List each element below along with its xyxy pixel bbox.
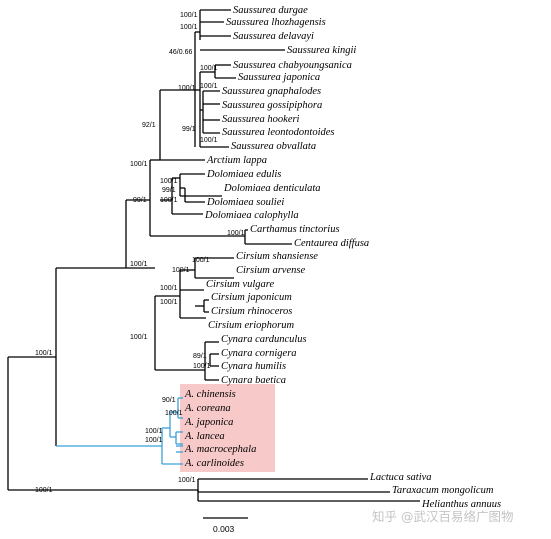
taxon-label: Cynara humilis — [221, 361, 286, 372]
taxon-label: Cynara cardunculus — [221, 334, 307, 345]
taxon-label: Cirsium shansiense — [236, 251, 318, 262]
support-value: 100/1 — [172, 267, 190, 274]
support-value: 100/1 — [130, 261, 148, 268]
support-value: 100/1 — [145, 428, 163, 435]
taxon-label: A. coreana — [184, 403, 231, 414]
taxon-label: Saussurea leontodontoides — [222, 127, 334, 138]
taxon-label: Cirsium vulgare — [206, 279, 274, 290]
support-value: 100/1 — [180, 12, 198, 19]
taxon-label: Taraxacum mongolicum — [392, 485, 494, 496]
taxon-label: Saussurea obvallata — [231, 141, 316, 152]
scale-bar: 0.003 — [203, 517, 248, 534]
taxon-label: Dolomiaea souliei — [206, 197, 284, 208]
support-value: 100/1 — [130, 161, 148, 168]
support-value: 100/1 — [227, 230, 245, 237]
taxon-label: Cirsium rhinoceros — [211, 306, 292, 317]
taxon-label: Cynara baetica — [221, 375, 286, 386]
taxon-label: Carthamus tinctorius — [250, 224, 340, 235]
atractylodes-highlight — [180, 384, 275, 472]
taxon-label: Cirsium eriophorum — [208, 320, 294, 331]
taxon-label: Dolomiaea edulis — [206, 169, 281, 180]
taxon-label: Saussurea gnaphalodes — [222, 86, 321, 97]
support-value: 100/1 — [200, 137, 218, 144]
support-value: 100/1 — [145, 437, 163, 444]
support-value: 99/1 — [182, 126, 196, 133]
taxon-labels: Saussurea durgae Saussurea lhozhagensis … — [184, 5, 501, 510]
support-value: 100/1 — [165, 410, 183, 417]
support-value: 100/1 — [178, 85, 196, 92]
support-value: 100/1 — [35, 487, 53, 494]
support-value: 100/1 — [160, 299, 178, 306]
taxon-label: Cirsium arvense — [236, 265, 305, 276]
support-value: 92/1 — [142, 122, 156, 129]
taxon-label: Saussurea lhozhagensis — [226, 17, 326, 28]
taxon-label: Arctium lappa — [206, 155, 267, 166]
support-value: 100/1 — [160, 197, 178, 204]
support-value: 46/0.66 — [169, 49, 192, 56]
taxon-label: Saussurea japonica — [238, 72, 320, 83]
scale-bar-label: 0.003 — [213, 524, 235, 534]
support-value: 100/1 — [192, 257, 210, 264]
taxon-label: Cirsium japonicum — [211, 292, 292, 303]
taxon-label: Saussurea hookeri — [222, 114, 300, 125]
taxon-label: A. macrocephala — [184, 444, 256, 455]
support-value: 100/1 — [200, 83, 218, 90]
support-value: 100/1 — [180, 24, 198, 31]
support-value: 100/1 — [193, 363, 211, 370]
taxon-label: A. chinensis — [184, 389, 236, 400]
support-value: 100/1 — [35, 350, 53, 357]
support-value: 89/1 — [193, 353, 207, 360]
taxon-label: Saussurea delavayi — [233, 31, 314, 42]
support-value: 100/1 — [160, 285, 178, 292]
taxon-label: Lactuca sativa — [369, 472, 432, 483]
watermark: 知乎 @武汉百易络广图物 — [372, 509, 513, 524]
support-value: 99/1 — [162, 187, 176, 194]
support-value: 100/1 — [178, 477, 196, 484]
support-value: 99/1 — [133, 197, 147, 204]
taxon-label: A. japonica — [184, 417, 233, 428]
taxon-label: Saussurea kingii — [287, 45, 356, 56]
taxon-label: Cynara cornigera — [221, 348, 297, 359]
taxon-label: A. lancea — [184, 431, 225, 442]
taxon-label: Saussurea gossipiphora — [222, 100, 322, 111]
taxon-label: Dolomiaea calophylla — [204, 210, 299, 221]
taxon-label: Saussurea durgae — [233, 5, 308, 16]
support-values: 100/1 100/1 46/0.66 100/1 100/1 100/1 99… — [35, 12, 245, 494]
support-value: 100/1 — [130, 334, 148, 341]
support-value: 100/1 — [160, 178, 178, 185]
support-value: 100/1 — [200, 65, 218, 72]
taxon-label: Centaurea diffusa — [294, 238, 369, 249]
taxon-label: A. carlinoides — [184, 458, 244, 469]
taxon-label: Helianthus annuus — [421, 499, 501, 510]
support-value: 90/1 — [162, 397, 176, 404]
taxon-label: Dolomiaea denticulata — [223, 183, 321, 194]
tree-edges — [7, 9, 420, 502]
taxon-label: Saussurea chabyoungsanica — [233, 60, 352, 71]
